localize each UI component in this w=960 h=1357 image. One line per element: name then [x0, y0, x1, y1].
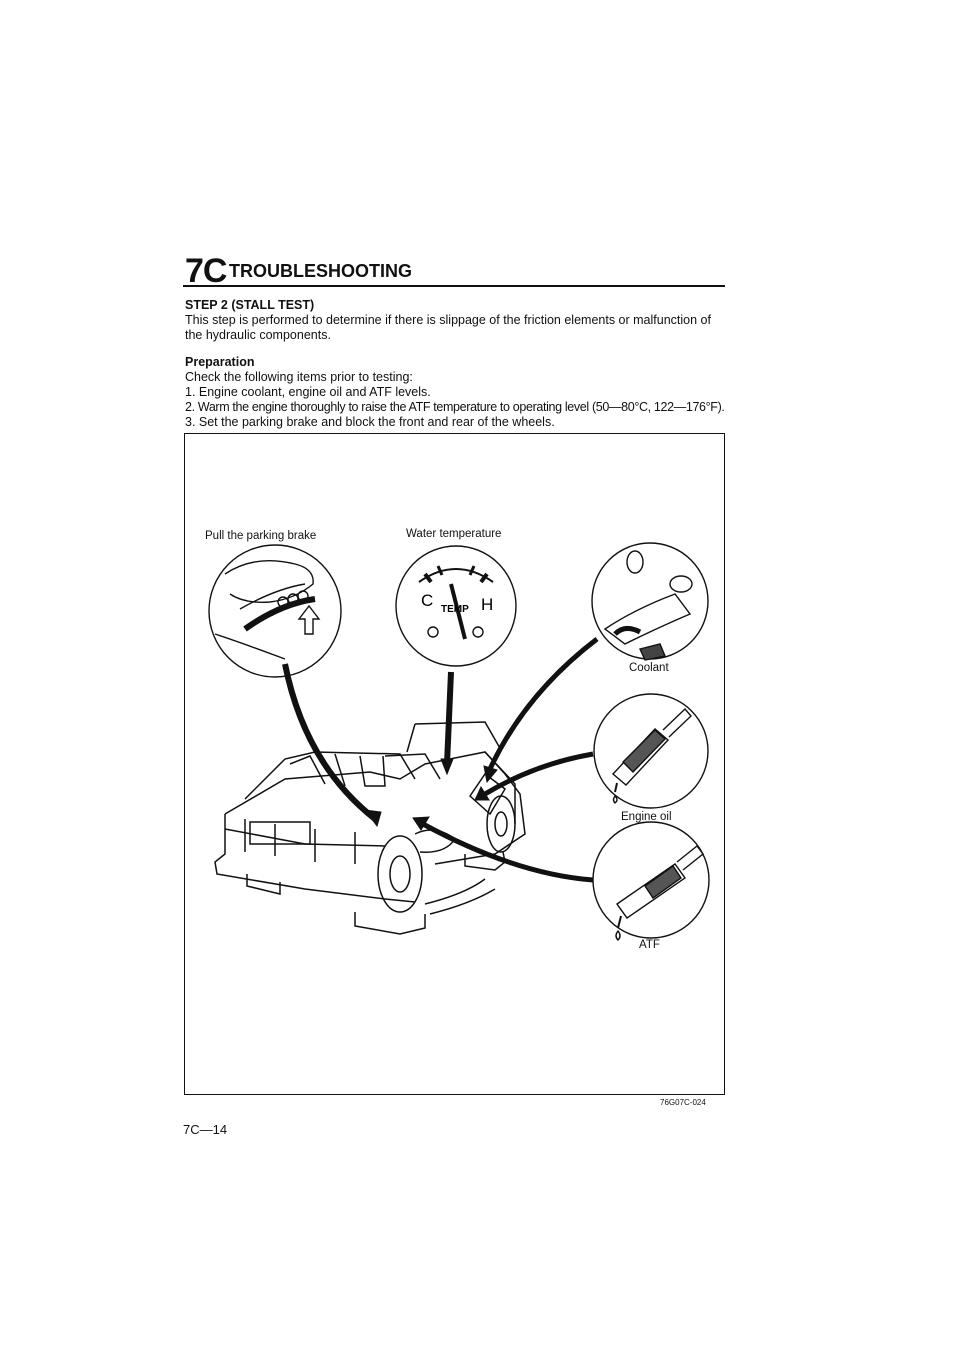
- atf-illustration: [592, 821, 710, 941]
- header-rule: [183, 285, 725, 287]
- step-heading: STEP 2 (STALL TEST): [185, 298, 315, 312]
- preparation-item: 1. Engine coolant, engine oil and ATF le…: [185, 385, 431, 399]
- section-number: 7C: [185, 252, 227, 290]
- gauge-temp-label: TEMP: [441, 604, 469, 615]
- pointer-arrows: [282, 637, 599, 883]
- body-text: STEP 2 (STALL TEST) This step is perform…: [185, 298, 730, 430]
- gauge-hot-label: H: [481, 595, 493, 614]
- preparation-heading: Preparation: [185, 355, 255, 369]
- parking-brake-label: Pull the parking brake: [205, 530, 317, 542]
- figure-illustration: C H TEMP: [208, 542, 710, 941]
- parking-brake-illustration: [208, 544, 342, 678]
- step-description: This step is performed to determine if t…: [185, 313, 711, 342]
- gauge-cold-label: C: [421, 591, 433, 610]
- coolant-illustration: [591, 542, 709, 661]
- preparation-intro: Check the following items prior to testi…: [185, 370, 413, 384]
- preparation-item: 3. Set the parking brake and block the f…: [185, 415, 555, 429]
- car-illustration: [214, 721, 526, 935]
- water-temperature-label: Water temperature: [406, 528, 502, 540]
- engine-oil-label: Engine oil: [621, 811, 672, 823]
- figure-code: 76G07C-024: [660, 1098, 706, 1107]
- stall-test-figure: C H TEMP: [184, 433, 725, 1095]
- page-number: 7C—14: [183, 1122, 228, 1137]
- coolant-label: Coolant: [629, 662, 669, 674]
- atf-label: ATF: [639, 939, 660, 951]
- page-header: 7C TROUBLESHOOTING: [183, 250, 725, 290]
- section-title: TROUBLESHOOTING: [229, 261, 412, 281]
- engine-oil-illustration: [593, 693, 709, 809]
- preparation-item: 2. Warm the engine thoroughly to raise t…: [185, 400, 725, 414]
- temperature-gauge-illustration: [395, 545, 517, 667]
